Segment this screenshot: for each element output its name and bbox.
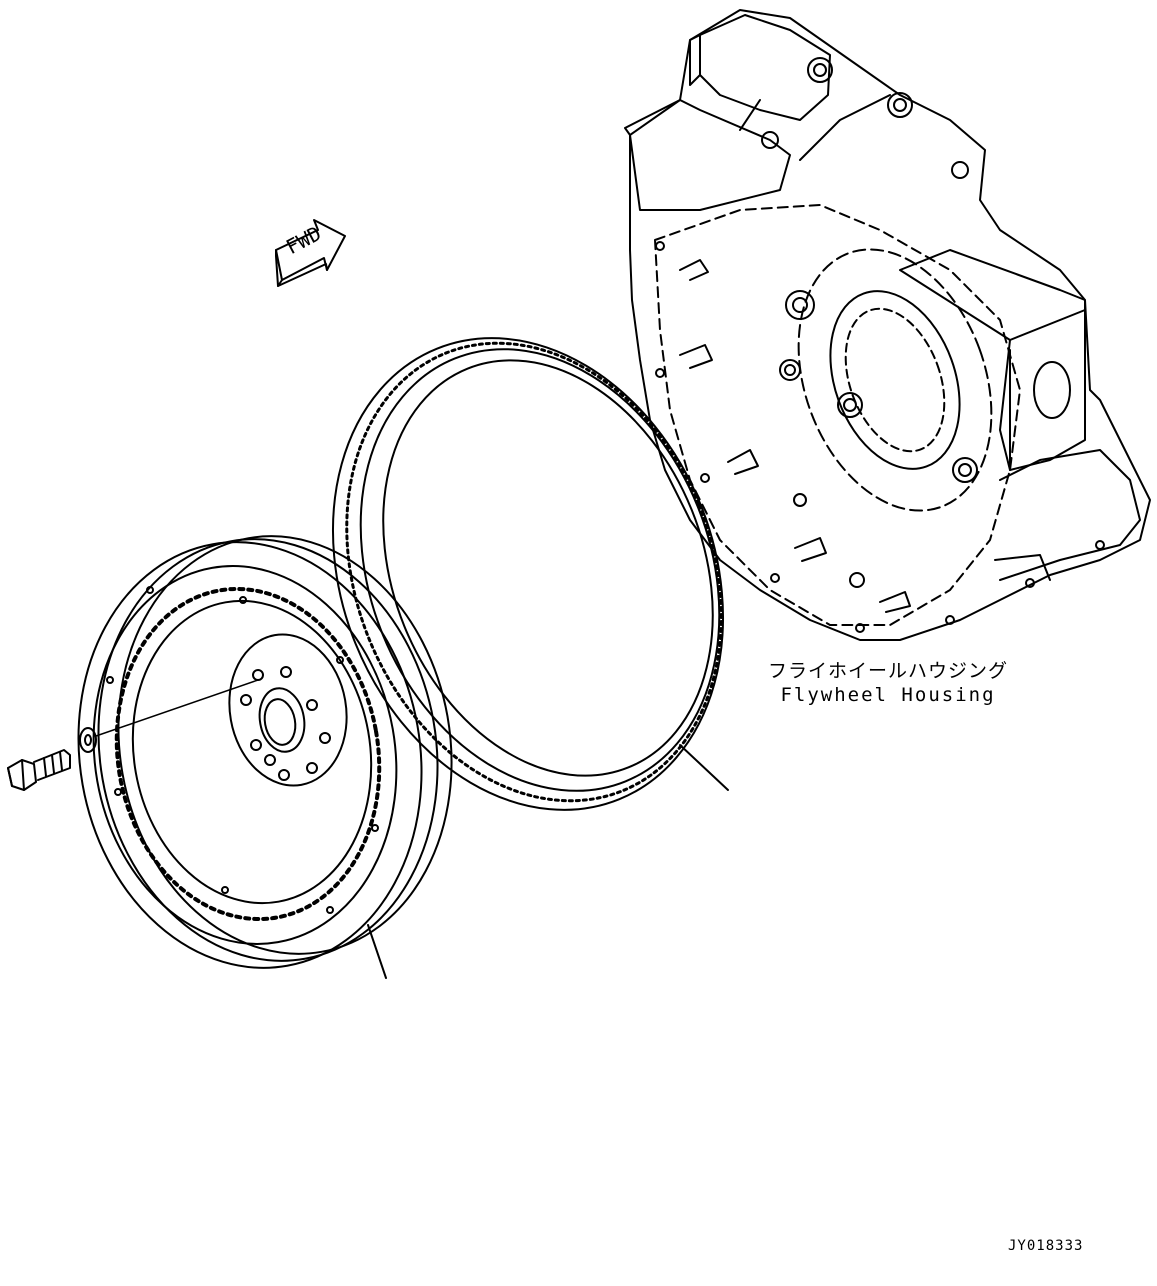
bolt [7,749,71,791]
ring-gear [331,337,725,811]
housing-label-en: Flywheel Housing [780,684,996,706]
flywheel [77,535,453,969]
washer [79,727,97,753]
fwd-arrow-icon [275,219,346,287]
drawing-code: JY018333 [1008,1238,1084,1254]
assembly-line [95,679,259,737]
flywheel-housing [624,9,1151,641]
housing-label-jp: フライホイールハウジング [767,660,1008,682]
ring-gear-leader [679,744,729,791]
flywheel-leader [367,924,387,979]
